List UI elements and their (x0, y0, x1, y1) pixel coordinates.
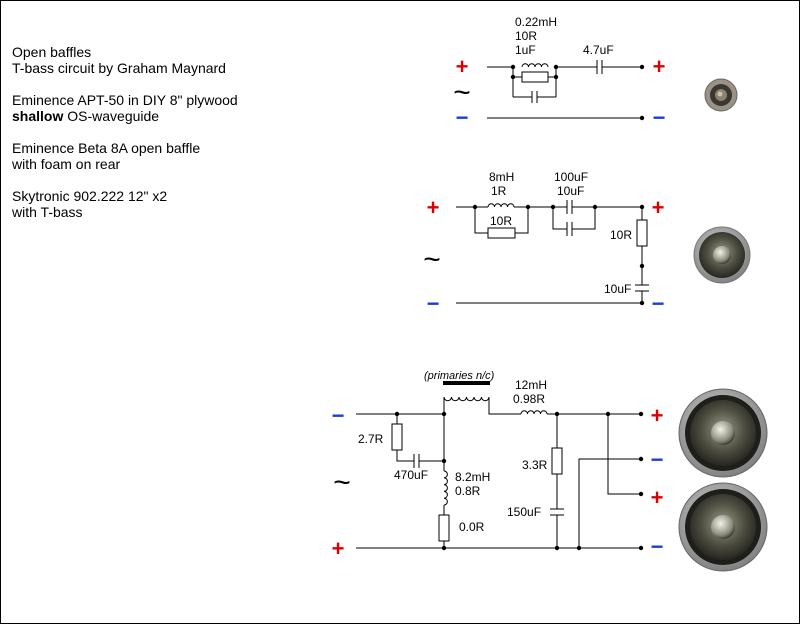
note-mid-line2: with foam on rear (12, 156, 121, 172)
note-block-4: Skytronic 902.222 12" x2 with T-bass (12, 188, 238, 220)
mid-inductor-value: 8mH (489, 170, 514, 184)
mid-input-minus-label: − (427, 291, 440, 316)
bass-input-plus-label: + (332, 536, 345, 561)
mid-zobel-cap-value: 10uF (604, 282, 631, 296)
bass-resistor-a-value: 2.7R (358, 432, 384, 446)
bass-driver-image-1 (678, 388, 768, 478)
mid-input-plus-label: + (427, 195, 440, 220)
bass-resistor-a (391, 423, 403, 451)
tweeter-parallel-capacitor (531, 91, 538, 103)
bass-series-inductor-value: 12mH (515, 378, 547, 392)
note-tweeter-line2-rest: OS-waveguide (63, 108, 160, 124)
mid-capacitor-b (566, 222, 573, 236)
tweeter-parallel-branches (512, 67, 557, 98)
bass-driver-image-2 (678, 482, 768, 572)
mid-circuit: + − ~ + − 8mH 1R (423, 170, 664, 316)
bass-shunt-inductor-value: 8.2mH (455, 470, 490, 484)
tweeter-output-plus-label: + (653, 54, 666, 79)
tweeter-ac-source-label: ~ (453, 76, 471, 109)
note-bold-word: shallow (12, 108, 64, 124)
bass-output2-minus-label: − (651, 534, 664, 559)
bass-resistor-branch (396, 414, 444, 462)
bass-driver-series-link (578, 414, 641, 548)
bass-zobel-cap-value: 150uF (507, 505, 541, 519)
bass-circuit: − + ~ + − + − (332, 370, 664, 561)
bass-output1-minus-label: − (651, 447, 664, 472)
bass-shunt-inductor (443, 470, 448, 506)
bass-output2-plus-label: + (651, 485, 664, 510)
tweeter-output-minus-label: − (653, 105, 666, 130)
tweeter-resistor (521, 71, 549, 83)
bass-ac-source-label: ~ (333, 466, 351, 499)
mid-junctions (472, 204, 645, 306)
tweeter-input-minus-label: − (456, 105, 469, 130)
mid-resistor-branch (474, 207, 529, 234)
mid-capacitor-branch (552, 207, 596, 230)
bass-top-wire (356, 397, 641, 415)
note-title: Open baffles (12, 44, 92, 60)
note-tweeter-line2: shallow OS-waveguide (12, 108, 238, 124)
tweeter-inductor-value: 0.22mH (515, 15, 557, 29)
mid-inductor (487, 203, 515, 208)
mid-zobel-capacitor (635, 284, 649, 292)
tweeter-driver-image (704, 78, 738, 112)
mid-parallel-resistor-value: 10R (490, 214, 512, 228)
mid-output-plus-label: + (652, 195, 665, 220)
description-notes: Open baffles T-bass circuit by Graham Ma… (12, 44, 238, 236)
bass-capacitor-a-value: 470uF (394, 468, 428, 482)
mid-zobel-resistor-value: 10R (610, 228, 632, 242)
tweeter-inductor-resistance: 10R (515, 29, 537, 43)
note-block-1: Open baffles T-bass circuit by Graham Ma… (12, 44, 238, 76)
bass-series-inductor (520, 410, 548, 415)
bass-shunt-inductor-resistance: 0.8R (455, 484, 481, 498)
mid-zobel-resistor (636, 219, 648, 247)
bass-transformer-note: (primaries n/c) (424, 370, 495, 382)
mid-capacitor-b-value: 10uF (557, 184, 584, 198)
bass-junctions (394, 411, 644, 551)
note-bass-line1: Skytronic 902.222 12" x2 (12, 188, 168, 204)
bass-input-minus-label: − (332, 403, 345, 428)
bass-resistor-b (438, 514, 450, 542)
bass-output1-plus-label: + (651, 403, 664, 428)
mid-output-minus-label: − (652, 291, 665, 316)
bass-zobel-capacitor (550, 508, 564, 516)
tweeter-inductor (521, 63, 549, 68)
mid-ac-source-label: ~ (423, 243, 441, 276)
bass-series-inductor-resistance: 0.98R (513, 392, 545, 406)
mid-capacitor-a (566, 200, 573, 214)
bass-resistor-b-value: 0.0R (459, 520, 485, 534)
tweeter-circuit: + − ~ + − 0.22mH 10R 1uF 4.7uF (453, 15, 665, 130)
bass-capacitor-a (413, 454, 420, 468)
note-bass-line2: with T-bass (12, 204, 83, 220)
note-mid-line1: Eminence Beta 8A open baffle (12, 140, 201, 156)
tweeter-series-capacitor (596, 60, 603, 74)
bass-zobel-resistor (551, 447, 563, 475)
tweeter-series-cap-value: 4.7uF (583, 43, 614, 57)
tweeter-junctions (510, 64, 645, 121)
mid-driver-image (693, 226, 751, 284)
note-tweeter-line1: Eminence APT-50 in DIY 8" plywood (12, 92, 238, 108)
note-block-3: Eminence Beta 8A open baffle with foam o… (12, 140, 238, 172)
mid-inductor-resistance: 1R (491, 184, 507, 198)
tweeter-parallel-cap-value: 1uF (515, 43, 536, 57)
bass-transformer-winding (443, 396, 490, 402)
note-block-2: Eminence APT-50 in DIY 8" plywood shallo… (12, 92, 238, 124)
note-author: T-bass circuit by Graham Maynard (12, 60, 226, 76)
bass-zobel-resistor-value: 3.3R (522, 458, 548, 472)
mid-capacitor-a-value: 100uF (554, 170, 588, 184)
mid-parallel-resistor (487, 227, 516, 239)
tweeter-input-plus-label: + (456, 54, 469, 79)
